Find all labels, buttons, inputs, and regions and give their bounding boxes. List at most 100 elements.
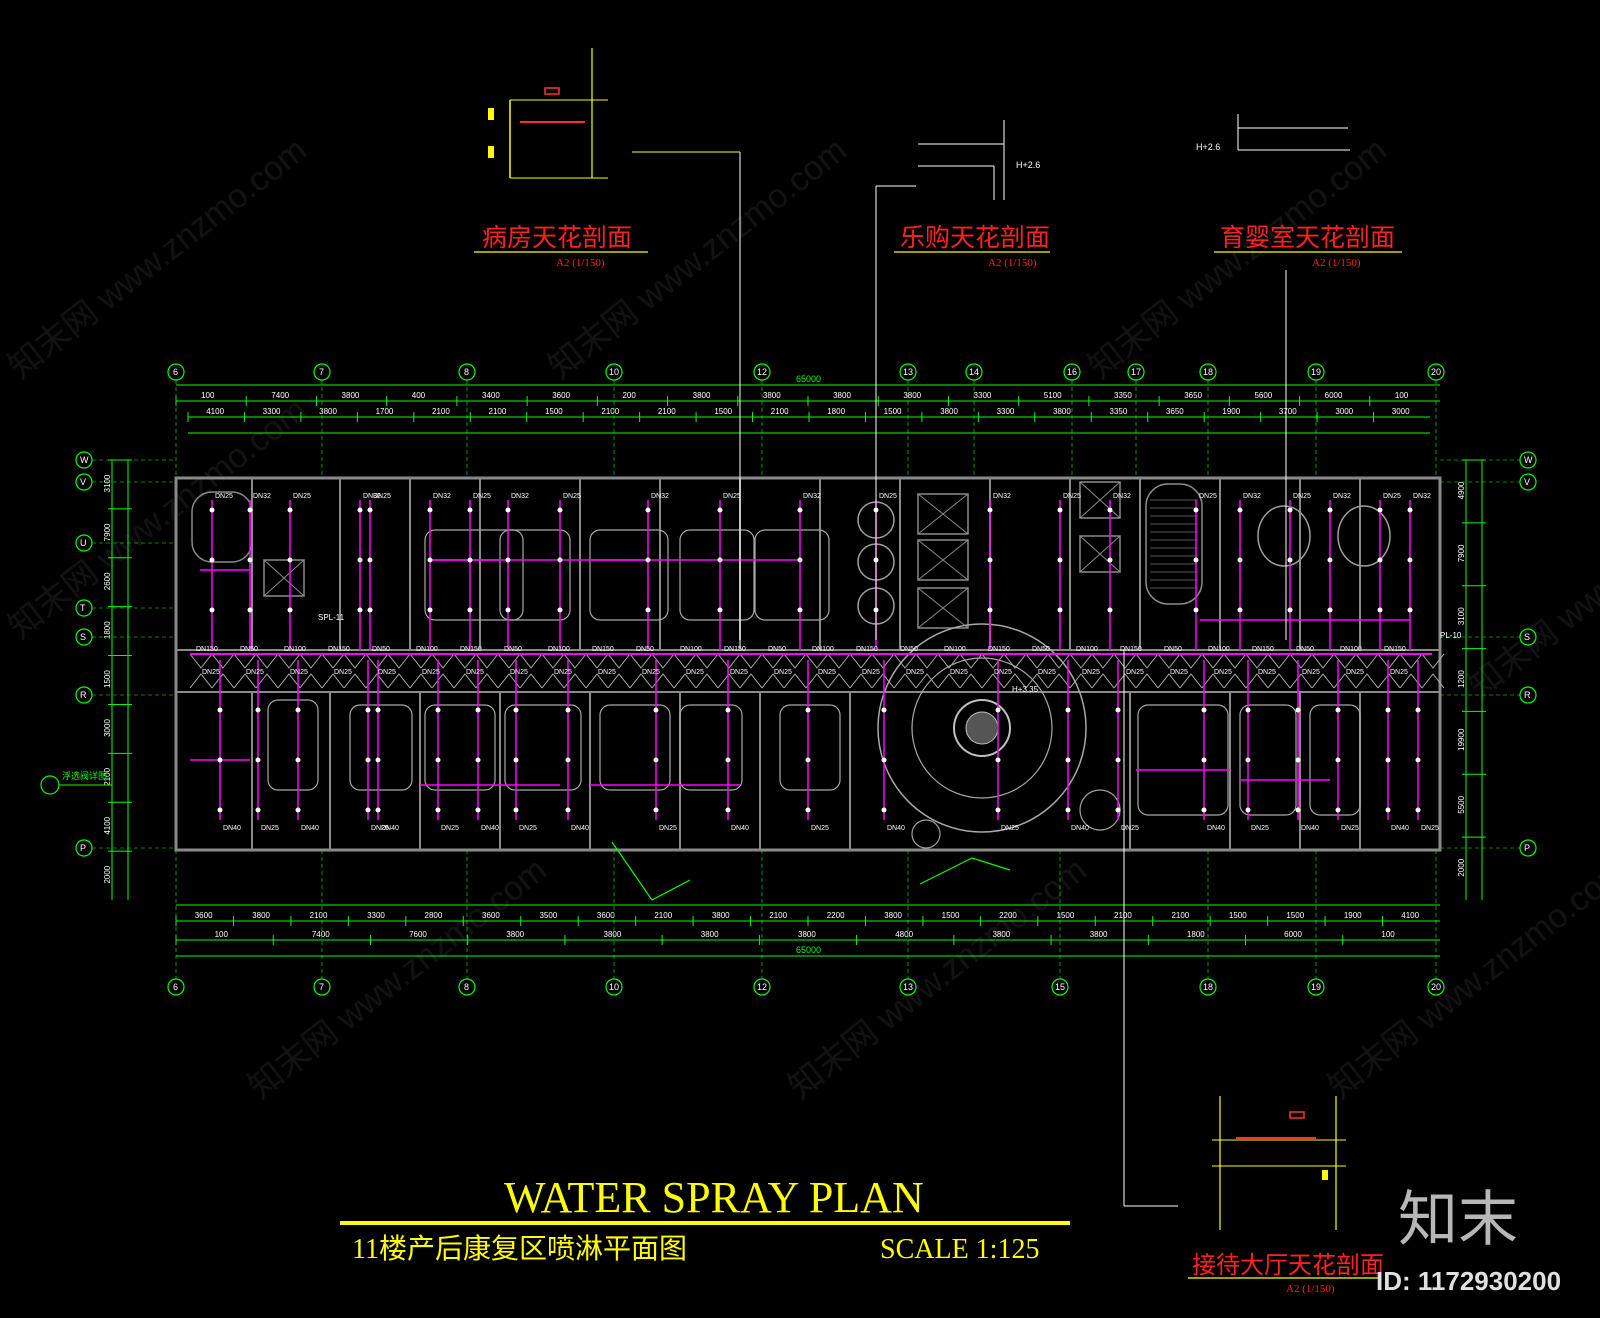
dimension-value: 3350 [1114,391,1132,400]
pipe-size-label: DN32 [511,493,529,500]
axis-label-top: 7 [319,367,324,377]
corridor-ceiling-pattern [1355,673,1379,689]
dimension-value: 3800 [1090,930,1108,939]
dimension-value: 3800 [1053,407,1071,416]
pipe-size-label: DN25 [1199,493,1217,500]
pipe-size-label: DN150 [1384,646,1406,653]
pipe-size-label: DN25 [293,493,311,500]
dimension-value: 2100 [489,407,507,416]
dimension-value: 3600 [482,911,500,920]
axis-label-bottom: 10 [609,982,619,992]
sprinkler-head [247,557,253,563]
sprinkler-head [1295,757,1301,763]
sprinkler-head [357,557,363,563]
axis-label-left: W [80,455,89,465]
corridor-ceiling-pattern [607,653,631,669]
dimension-value: 1900 [1344,911,1362,920]
pipe-size-label: DN25 [1001,825,1019,832]
plan-scale: SCALE 1:125 [880,1234,1039,1265]
ceiling-panel [267,699,319,791]
pipe-size-label: DN32 [1413,493,1431,500]
pipe-size-label: DN25 [1126,669,1144,676]
entrance-wall [919,857,1011,885]
sprinkler-head [375,707,381,713]
corridor-ceiling-pattern [387,673,411,689]
sprinkler-head [475,757,481,763]
sprinkler-head [365,807,371,813]
dimension-value: 2600 [103,572,112,590]
section-nursery-level: H+2.6 [1196,142,1220,152]
corridor-ceiling-pattern [1245,653,1269,669]
pipe-size-label: DN25 [563,493,581,500]
sprinkler-head [805,707,811,713]
lobby-ceiling-ring [911,819,941,849]
marker-pl: PL-10 [1440,631,1462,640]
dimension-value: 2000 [1457,858,1466,876]
sprinkler-head [725,707,731,713]
ceiling-panel [499,529,571,621]
sprinkler-head [1335,807,1341,813]
pipe-size-label: DN25 [422,669,440,676]
pipe-size-label: DN100 [1340,646,1362,653]
corridor-ceiling-pattern [321,653,345,669]
corridor-ceiling-pattern [629,653,653,669]
sprinkler-head [513,707,519,713]
corridor-ceiling-pattern [1245,673,1269,689]
ceiling-panel [504,704,582,791]
corridor-ceiling-pattern [1289,673,1313,689]
watermark-text: 知末网 www.znzmo.com [782,851,1094,1107]
corridor-ceiling-pattern [1179,653,1203,669]
sprinkler-head [513,807,519,813]
section-shop: H+2.6 乐购天花剖面 A2 (1/150) [875,120,1050,640]
corridor-ceiling-pattern [695,653,719,669]
pipe-size-label: DN25 [879,493,897,500]
corridor-ceiling-pattern [277,653,301,669]
sprinkler-head [505,507,511,513]
corridor-ceiling-pattern [585,653,609,669]
corridor-ceiling-pattern [1047,673,1071,689]
sprinkler-head [1057,607,1063,613]
pipe-size-label: DN32 [803,493,821,500]
corridor-ceiling-pattern [673,673,697,689]
corridor-ceiling-pattern [1223,653,1247,669]
corridor-ceiling-pattern [1069,653,1093,669]
sprinkler-head [1377,507,1383,513]
sprinkler-head [209,507,215,513]
sprinkler-head [653,707,659,713]
entrance-wall [611,841,691,901]
sprinkler-head [287,507,293,513]
sprinkler-head [1287,507,1293,513]
dimension-value: 3300 [997,407,1015,416]
dimension-value: 3100 [103,474,112,492]
corridor-ceiling-pattern [189,673,213,689]
corridor-ceiling-pattern [1377,673,1401,689]
pipe-size-label: DN32 [1243,493,1261,500]
pipe-size-label: DN25 [1063,493,1081,500]
pipe-size-label: DN50 [1032,646,1050,653]
dimension-value: 200 [622,391,636,400]
corridor-ceiling-pattern [277,673,301,689]
corridor-ceiling-pattern [1179,673,1203,689]
corridor-ceiling-pattern [1157,673,1181,689]
dimension-value: 4800 [895,930,913,939]
sprinkler-head [1415,707,1421,713]
corridor-ceiling-pattern [893,673,917,689]
axis-label-bottom: 15 [1055,982,1065,992]
corridor-ceiling-pattern [651,653,675,669]
sprinkler-head [505,607,511,613]
dimension-value: 4100 [206,407,224,416]
sprinkler-head [1407,507,1413,513]
corridor-ceiling-pattern [893,653,917,669]
sprinkler-head [365,757,371,763]
dimension-value: 3000 [103,719,112,737]
pipe-size-label: DN100 [416,646,438,653]
sprinkler-head [435,707,441,713]
corridor-ceiling-pattern [365,653,389,669]
corridor-ceiling-pattern [1157,653,1181,669]
dimension-value: 1800 [827,407,845,416]
marker-spl: SPL-11 [318,613,345,622]
pipe-size-label: DN25 [1341,825,1359,832]
elevator-shaft [263,559,305,597]
corridor-ceiling-pattern [1421,673,1445,689]
